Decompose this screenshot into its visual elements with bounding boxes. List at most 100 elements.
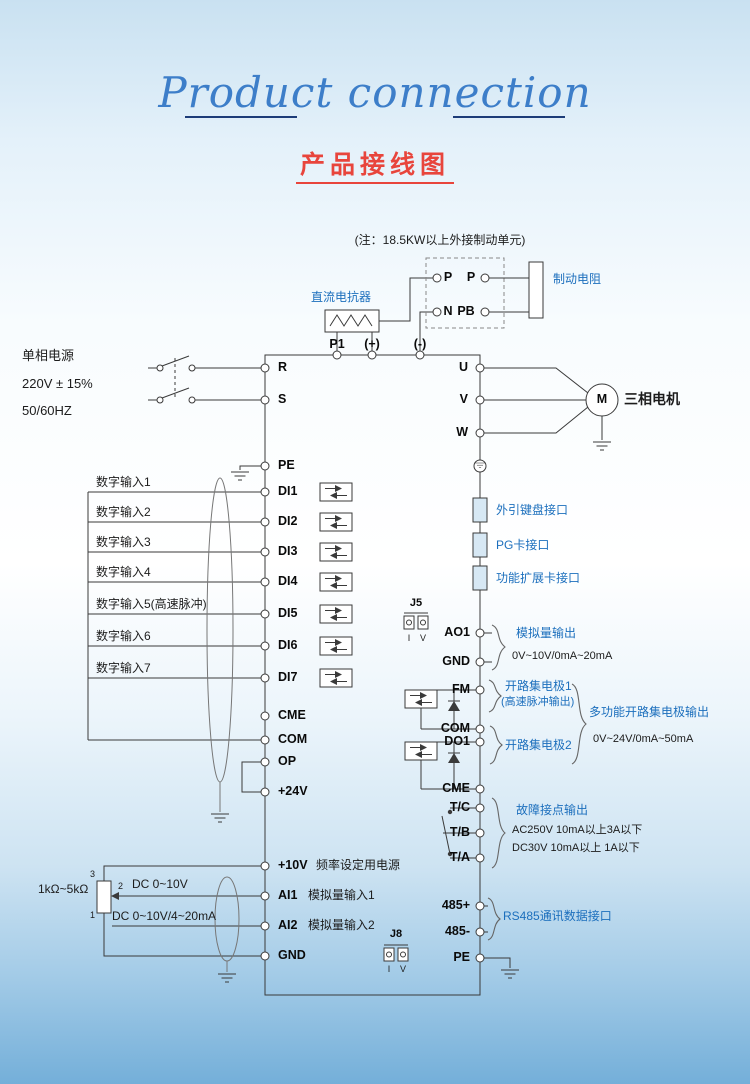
terminal-label-ta: T/A [449, 850, 470, 864]
terminal-label-ai2: AI2 [278, 918, 298, 932]
terminal-label-com: COM [278, 732, 308, 746]
terminal-label-di1: DI1 [278, 484, 298, 498]
terminal-label-di6: DI6 [278, 638, 298, 652]
digital-input-4: 数字输入4 [96, 565, 151, 579]
terminal-label-cme-right: CME [442, 781, 470, 795]
terminal-label-di3: DI3 [278, 544, 298, 558]
terminal-label-plus: (+) [364, 337, 380, 351]
digital-input-6: 数字输入6 [96, 629, 151, 643]
terminal-label-bu-p1: P [443, 270, 453, 284]
pe-ground [230, 465, 261, 481]
j8-pin-v: V [399, 964, 407, 974]
terminal-label-fm: FM [451, 682, 470, 696]
motor-label: 三相电机 [624, 391, 680, 407]
fault-output-label: 故障接点输出 [516, 803, 589, 817]
terminal-label-485n: 485- [444, 924, 470, 938]
page-title: 产品接线图 [299, 151, 451, 179]
motor-m: M [596, 392, 608, 406]
jumper-j5-symbol [403, 612, 429, 630]
j5-pin-v: V [419, 633, 427, 643]
label-ai1-desc: 模拟量输入1 [308, 888, 375, 902]
analog-input-circuit [96, 865, 261, 957]
terminal-label-10v: +10V [278, 858, 308, 872]
expansion-card-label: 功能扩展卡接口 [496, 571, 581, 585]
shield-oval-analog [214, 876, 240, 972]
decorative-script-title: Product connection [158, 68, 592, 117]
di-opto-symbols [319, 482, 353, 688]
potentiometer-symbol [96, 880, 112, 914]
j8-pin-i: I [387, 964, 391, 974]
ai2-range-label: DC 0~10V/4~20mA [112, 909, 217, 923]
jumper-j5-label: J5 [409, 597, 423, 609]
potentiometer-label: 1kΩ~5kΩ [38, 882, 89, 896]
group-braces [487, 624, 587, 941]
terminal-label-ao1: AO1 [444, 625, 470, 639]
shield-oval-digital [206, 477, 234, 812]
terminal-label-gnd: GND [278, 948, 306, 962]
relay-contact-symbol [441, 807, 476, 859]
terminal-label-di7: DI7 [278, 670, 298, 684]
digital-input-1: 数字输入1 [96, 475, 151, 489]
multi-oc-label: 多功能开路集电极输出 [589, 705, 710, 719]
terminal-label-di2: DI2 [278, 514, 298, 528]
keyboard-port-label: 外引键盘接口 [496, 503, 569, 517]
dc-reactor-circuit [324, 277, 433, 351]
terminal-label-bu-pb: PB [457, 304, 475, 318]
open-collector-circuit [404, 689, 476, 790]
terminal-label-p1: P1 [329, 337, 345, 351]
terminal-label-do1: DO1 [444, 734, 470, 748]
terminal-label-pe: PE [278, 458, 295, 472]
motor-circuit [484, 367, 619, 451]
power-switch [148, 355, 261, 404]
digital-input-3: 数字输入3 [96, 535, 151, 549]
fault-dc-rating: DC30V 10mA以上 1A以下 [512, 842, 640, 854]
terminal-label-op: OP [278, 754, 297, 768]
header-rule-right [453, 116, 565, 118]
multi-oc-range: 0V~24V/0mA~50mA [593, 733, 694, 745]
terminal-label-ai1: AI1 [278, 888, 298, 902]
header-rule-left [185, 116, 297, 118]
analog-output-stubs [484, 632, 492, 663]
label-ai2-desc: 模拟量输入2 [308, 918, 375, 932]
io-card-connectors [472, 497, 488, 591]
digital-input-7: 数字输入7 [96, 661, 151, 675]
brake-resistor-label: 制动电阻 [553, 272, 602, 286]
terminal-label-w: W [456, 425, 468, 439]
terminal-label-minus: (-) [413, 337, 427, 351]
terminal-label-r: R [278, 360, 288, 374]
terminal-label-tb: T/B [449, 825, 470, 839]
terminal-label-di5: DI5 [278, 606, 298, 620]
terminal-label-gnd-right: GND [442, 654, 470, 668]
j5-pin-i: I [407, 633, 411, 643]
jumper-j8-symbol [383, 944, 409, 962]
power-label-3: 50/60HZ [22, 403, 72, 418]
terminal-label-tc: T/C [449, 800, 470, 814]
terminal-label-u: U [458, 360, 468, 374]
rs485-pe-wires [484, 905, 520, 979]
rs485-label: RS485通讯数据接口 [503, 909, 612, 923]
oc2-label: 开路集电极2 [505, 738, 572, 752]
power-label-2: 220V ± 15% [22, 376, 93, 391]
terminal-label-bu-p2: P [466, 270, 476, 284]
digital-input-5: 数字输入5(高速脉冲) [96, 597, 207, 611]
power-label-1: 单相电源 [22, 348, 75, 363]
dc-bus-terminals [332, 350, 425, 360]
analog-output-label: 模拟量输出 [516, 626, 577, 640]
pot-pin-2: 2 [118, 881, 124, 891]
brake-resistor-symbol [528, 261, 544, 319]
label-10v-desc: 频率设定用电源 [316, 858, 401, 872]
pot-pin-3: 3 [90, 869, 96, 879]
brake-unit [425, 257, 544, 329]
left-terminal-circles [260, 363, 270, 961]
title-underline [296, 182, 454, 184]
digital-input-2: 数字输入2 [96, 505, 151, 519]
fault-ac-rating: AC250V 10mA以上3A以下 [512, 824, 643, 836]
brake-unit-note: (注：18.5KW以上外接制动单元) [354, 233, 526, 247]
terminal-label-cme: CME [278, 708, 306, 722]
ai1-range-label: DC 0~10V [132, 877, 188, 891]
pot-pin-1: 1 [90, 910, 96, 920]
terminal-label-v: V [459, 392, 468, 406]
terminal-label-s: S [278, 392, 287, 406]
